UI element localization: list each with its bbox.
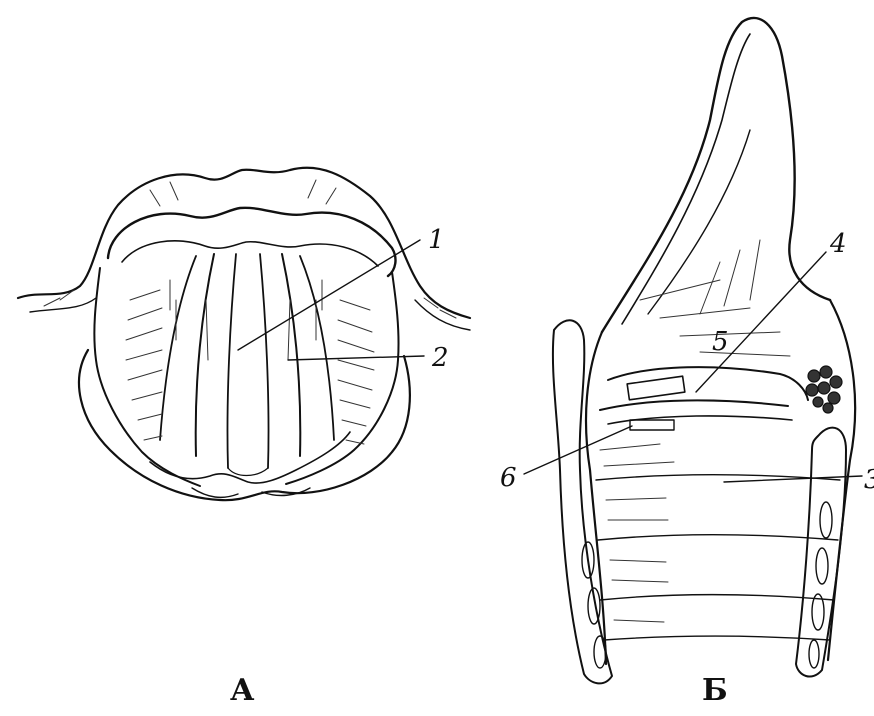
callout-6: 6 (500, 463, 517, 493)
callout-2: 2 (431, 343, 449, 373)
panel-b-drawing (524, 18, 862, 683)
callout-1: 1 (428, 225, 445, 255)
panel-b-label: Б (702, 673, 728, 708)
callout-3: 3 (864, 465, 874, 495)
panel-a-label: А (230, 673, 255, 708)
callout-4: 4 (829, 229, 847, 259)
callout-5: 5 (712, 327, 729, 357)
panel-a-drawing (18, 168, 470, 500)
